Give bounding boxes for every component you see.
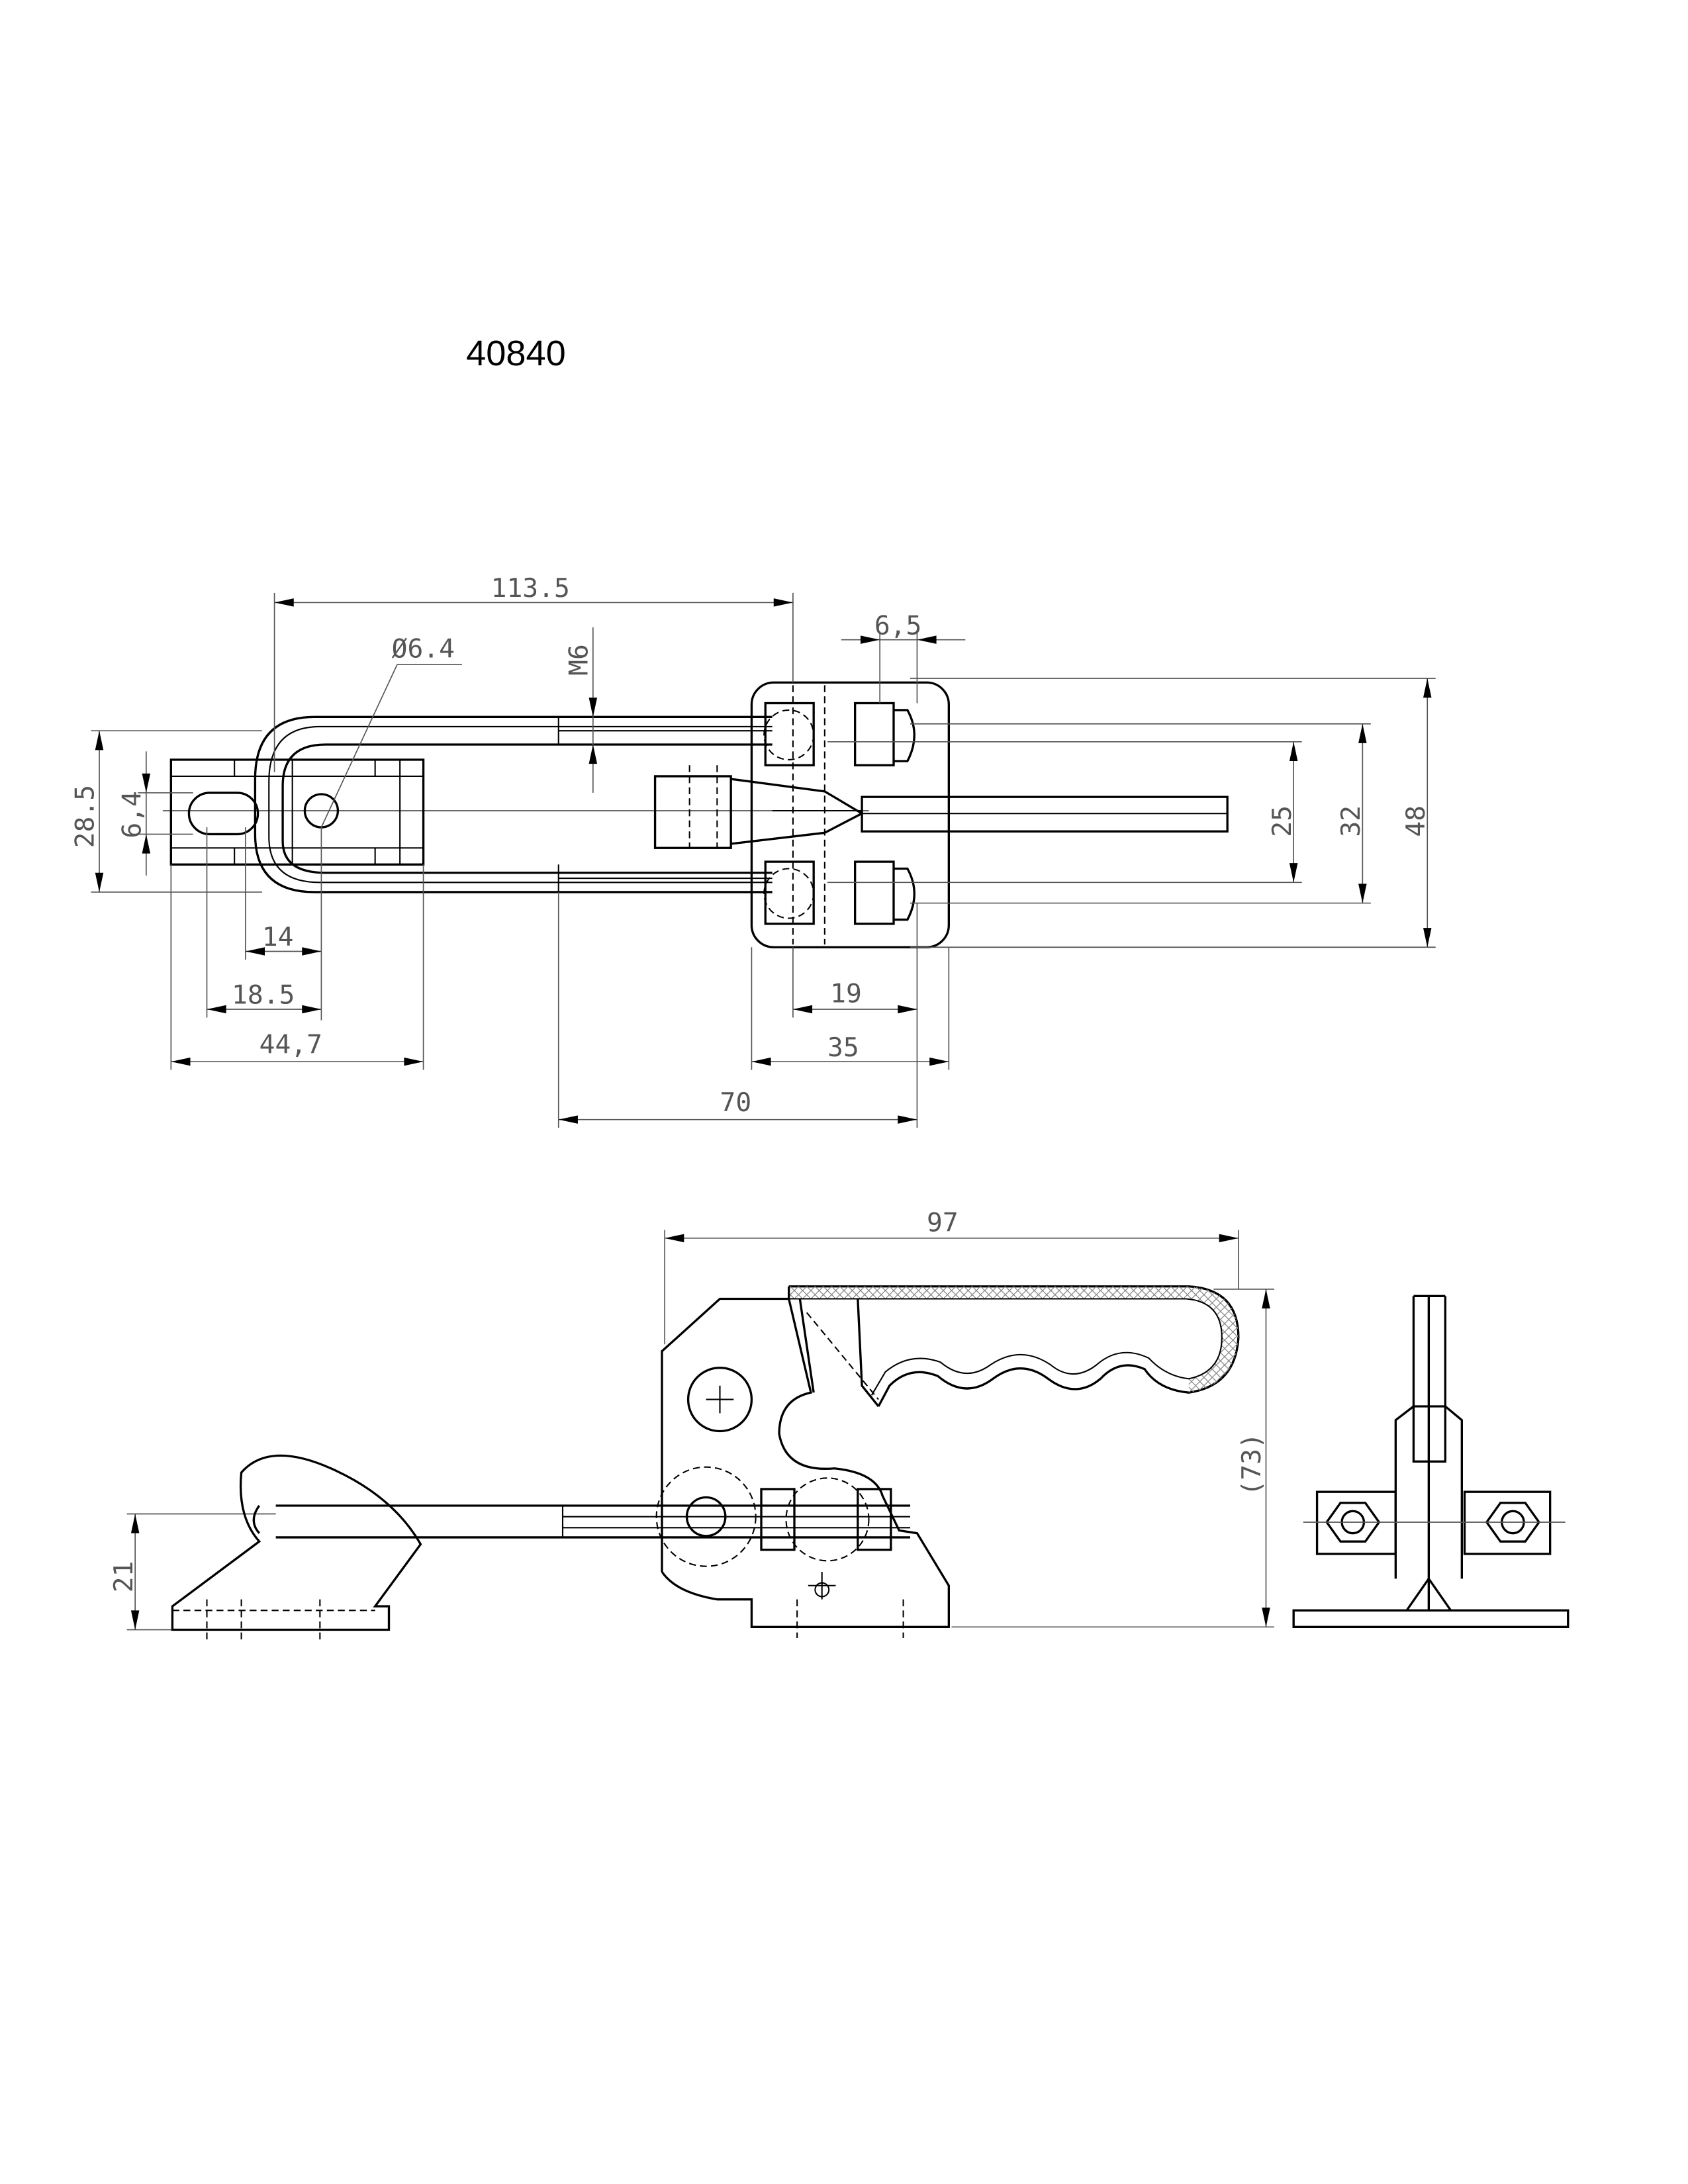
dim-hole-dia: Ø6.4	[392, 634, 455, 664]
dim-21: 21	[109, 1513, 276, 1631]
u-bolt	[254, 715, 773, 893]
dim-70: 70	[557, 891, 918, 1128]
end-view	[1292, 1295, 1570, 1628]
dim-19: 19	[792, 903, 918, 1018]
svg-text:35: 35	[827, 1032, 859, 1063]
svg-text:32: 32	[1336, 805, 1366, 837]
dim-6-4: 6,4	[117, 751, 193, 876]
svg-text:48: 48	[1401, 805, 1431, 837]
svg-text:6,5: 6,5	[874, 610, 921, 641]
dim-m6: M6	[564, 627, 598, 793]
dim-35: 35	[751, 947, 950, 1070]
svg-text:19: 19	[830, 979, 862, 1009]
dim-28-5: 28.5	[70, 730, 262, 893]
dim-113-5: 113.5	[273, 573, 794, 772]
dim-6-5: 6,5	[841, 610, 966, 704]
svg-text:6,4: 6,4	[117, 791, 148, 838]
dim-73: (73)	[951, 1289, 1275, 1628]
dim-44-7: 44,7	[170, 864, 424, 1070]
dim-32: 32	[910, 723, 1371, 904]
side-view: 97 (73) 21	[109, 1207, 1570, 1641]
pivot-screw	[686, 1367, 753, 1433]
top-view: 113.5 Ø6.4 M6 6,5 28.5 6,4 25	[70, 573, 1436, 1128]
svg-text:14: 14	[262, 922, 294, 952]
nuts-bottom	[763, 860, 915, 925]
base-plate	[750, 681, 950, 948]
dim-25: 25	[827, 741, 1302, 884]
handle-grip	[788, 1285, 1240, 1408]
svg-text:44,7: 44,7	[259, 1030, 322, 1060]
slot	[187, 792, 259, 836]
dim-14: 14	[245, 827, 322, 1021]
clamp-body	[655, 1297, 950, 1638]
catch-hook	[171, 1454, 422, 1641]
svg-text:21: 21	[109, 1561, 139, 1593]
svg-text:(73): (73)	[1237, 1433, 1267, 1496]
part-number: 40840	[466, 334, 566, 373]
nuts-top	[763, 702, 915, 766]
svg-text:18.5: 18.5	[232, 980, 295, 1011]
svg-text:97: 97	[927, 1207, 959, 1238]
dim-97: 97	[664, 1207, 1239, 1345]
plunger	[653, 765, 1229, 849]
svg-text:25: 25	[1267, 805, 1297, 837]
svg-text:70: 70	[720, 1087, 752, 1118]
svg-text:28.5: 28.5	[70, 785, 101, 848]
dim-18-5: 18.5	[206, 827, 322, 1018]
rod	[275, 1504, 910, 1539]
svg-text:113.5: 113.5	[491, 573, 570, 604]
svg-text:M6: M6	[564, 644, 594, 676]
hook-plate	[169, 664, 462, 866]
dim-48: 48	[910, 678, 1436, 948]
